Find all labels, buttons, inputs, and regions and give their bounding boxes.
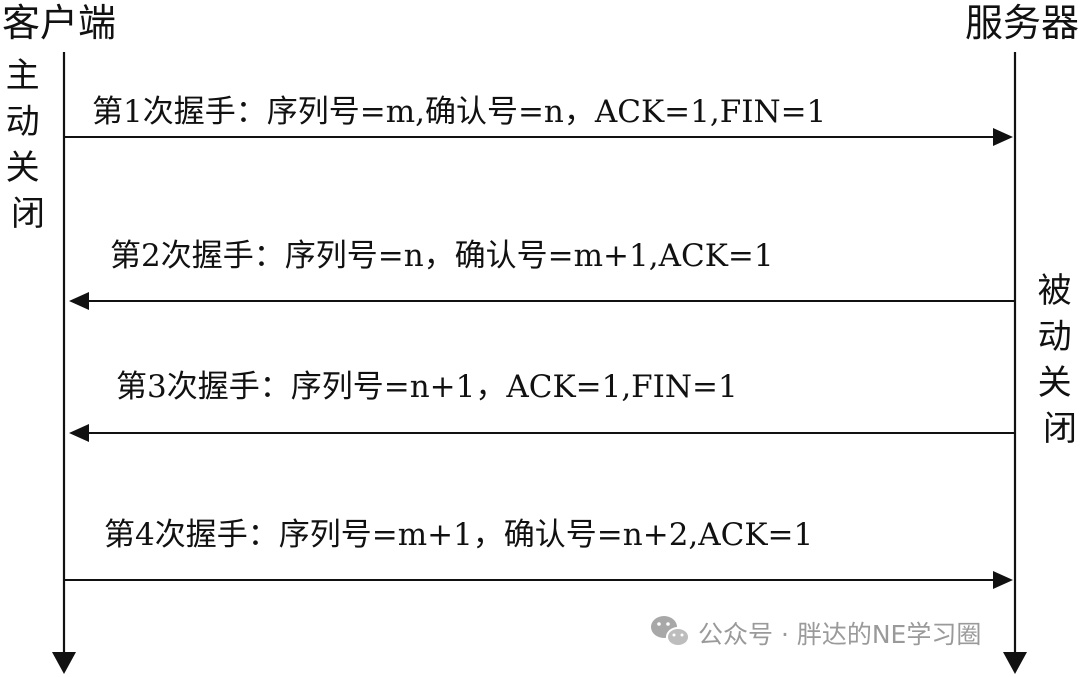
server-side-note-char: 关 <box>1038 363 1072 403</box>
client-lifeline <box>52 52 76 674</box>
server-side-note: 被 动 关 闭 <box>1038 271 1080 449</box>
client-side-note-char: 闭 <box>11 194 45 234</box>
server-label: 服务器 <box>965 1 1079 45</box>
server-lifeline <box>1003 52 1027 674</box>
client-side-note-char: 主 <box>6 56 40 96</box>
message-1-label: 第1次握手：序列号=m,确认号=n，ACK=1,FIN=1 <box>92 94 826 130</box>
message-2-label: 第2次握手：序列号=n，确认号=m+1,ACK=1 <box>110 238 774 274</box>
watermark-text: 公众号 · 胖达的NE学习圈 <box>698 620 981 649</box>
message-4-arrow <box>64 571 1013 589</box>
message-1-arrow <box>64 128 1013 146</box>
client-label: 客户端 <box>2 1 116 45</box>
client-side-note-char: 关 <box>6 148 40 188</box>
server-side-note-char: 被 <box>1038 271 1072 311</box>
message-2-arrow <box>69 292 1015 310</box>
message-4-label: 第4次握手：序列号=m+1，确认号=n+2,ACK=1 <box>104 517 813 553</box>
wechat-icon <box>651 616 690 647</box>
server-side-note-char: 闭 <box>1043 409 1077 449</box>
server-side-note-char: 动 <box>1038 317 1072 357</box>
message-3-arrow <box>69 424 1015 442</box>
client-side-note: 主 动 关 闭 <box>6 56 51 234</box>
message-3-label: 第3次握手：序列号=n+1，ACK=1,FIN=1 <box>116 369 738 405</box>
client-side-note-char: 动 <box>6 102 40 142</box>
